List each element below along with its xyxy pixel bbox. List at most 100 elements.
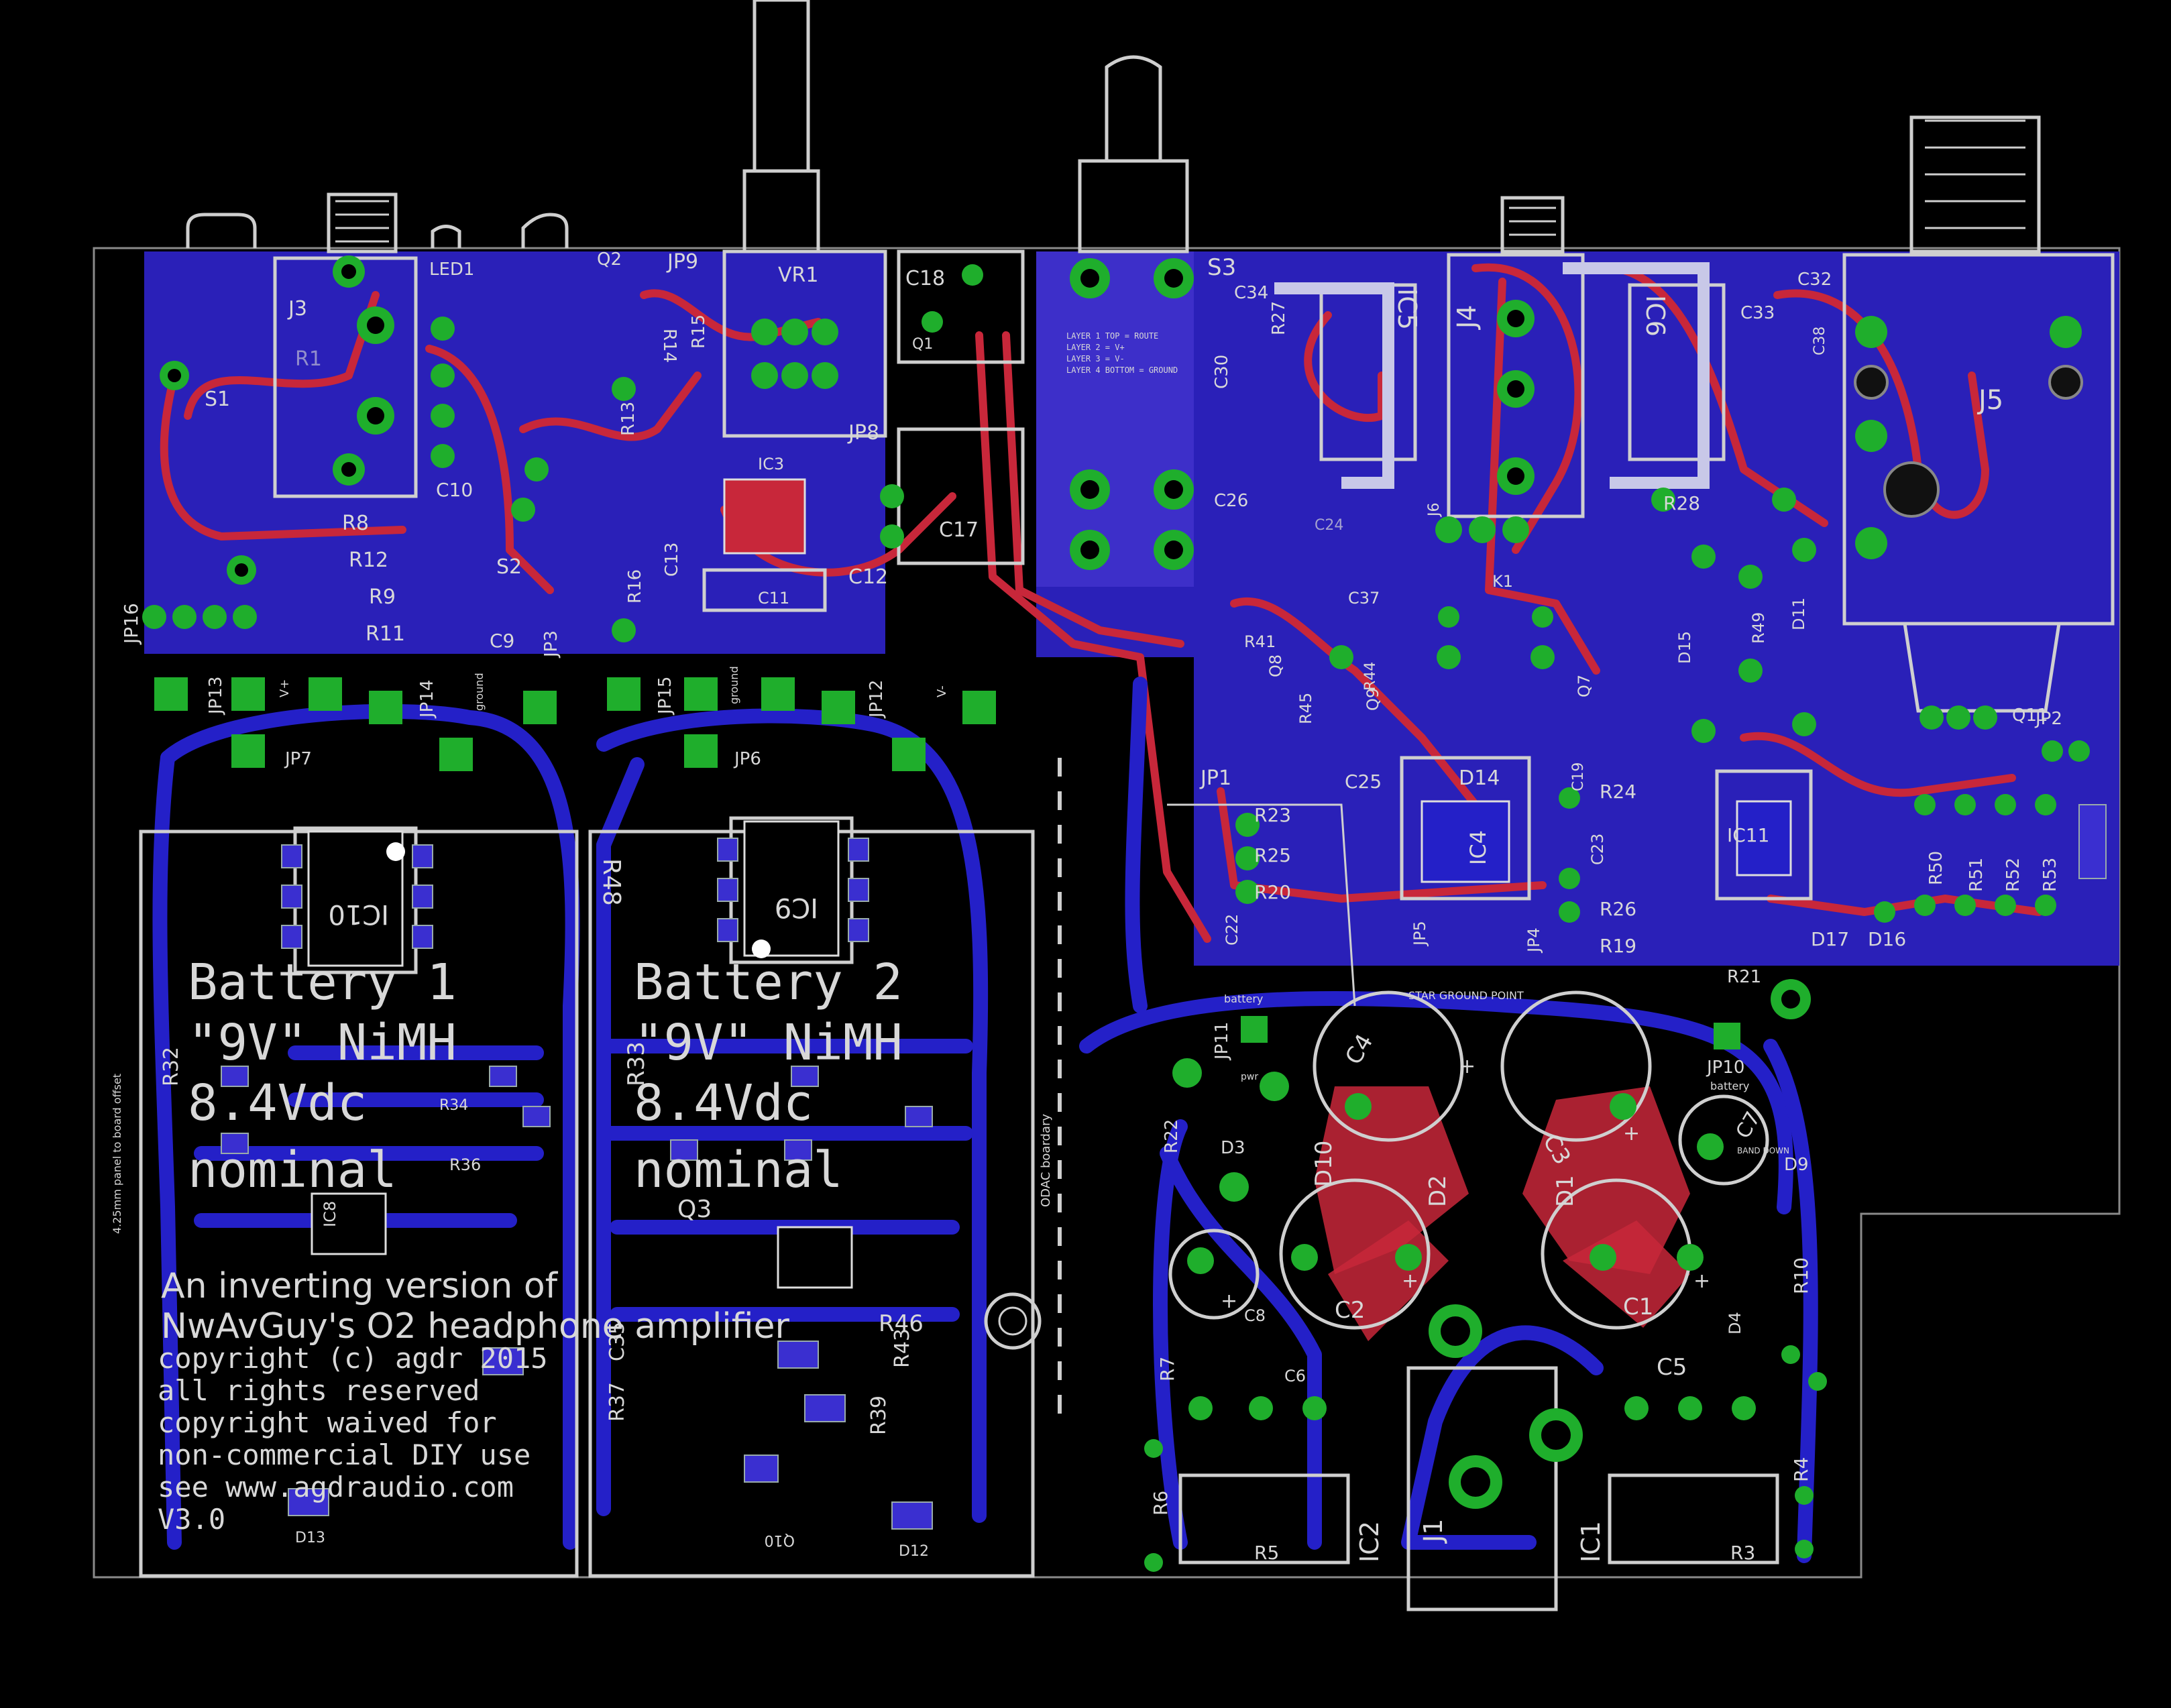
- label-s2: S2: [496, 555, 522, 579]
- polarity-marks: + + + + +: [1221, 1055, 1710, 1313]
- label-d12: D12: [899, 1543, 929, 1560]
- layer-notes: LAYER 1 TOP = ROUTE LAYER 2 = V+ LAYER 3…: [1066, 331, 1178, 375]
- battery1-line1: Battery 1: [188, 954, 457, 1011]
- label-r49: R49: [1749, 612, 1768, 644]
- label-r39: R39: [867, 1396, 891, 1435]
- label-d17: D17: [1811, 928, 1849, 950]
- label-jp3: JP3: [541, 630, 561, 659]
- label-c8: C8: [1244, 1306, 1266, 1325]
- layer-note-3: LAYER 3 = V-: [1066, 354, 1125, 363]
- label-r4: R4: [1790, 1457, 1812, 1482]
- label-q1: Q1: [912, 336, 933, 353]
- label-c38: C38: [1812, 327, 1828, 355]
- label-r43: R43: [891, 1328, 914, 1368]
- label-ground-2: ground: [728, 666, 740, 704]
- battery1-line4: nominal: [188, 1141, 397, 1199]
- label-r45: R45: [1296, 693, 1315, 724]
- label-d2: D2: [1425, 1175, 1451, 1207]
- label-j4: J4: [1452, 305, 1482, 330]
- label-q8: Q8: [1266, 654, 1285, 677]
- bottom-copper-traces: [152, 677, 1818, 1563]
- label-r6: R6: [1150, 1491, 1172, 1516]
- label-jp5: JP5: [1410, 921, 1429, 947]
- label-j1: J1: [1418, 1519, 1448, 1544]
- label-jp14: JP14: [417, 680, 437, 719]
- label-jp4: JP4: [1524, 927, 1543, 954]
- label-j5: J5: [1977, 385, 2003, 416]
- battery2-line1: Battery 2: [634, 954, 903, 1011]
- credits-line2: all rights reserved: [158, 1374, 480, 1407]
- label-c26: C26: [1214, 491, 1248, 511]
- label-c25: C25: [1345, 771, 1382, 793]
- label-pwr: pwr: [1241, 1072, 1258, 1082]
- label-r14: R14: [659, 329, 679, 363]
- label-q2: Q2: [597, 249, 622, 270]
- label-ic8: IC8: [321, 1201, 339, 1227]
- label-c11: C11: [758, 589, 789, 608]
- battery1-line2: "9V" NiMH: [188, 1014, 457, 1072]
- label-q3: Q3: [677, 1196, 712, 1223]
- label-r25: R25: [1254, 844, 1291, 866]
- silkscreen-labels: J3 S1 R1 LED1 Q2 JP9 R14 R15 VR1 C18 Q1 …: [111, 249, 2062, 1564]
- label-r1: R1: [295, 347, 322, 371]
- label-jp16: JP16: [120, 603, 142, 645]
- label-c7: C7: [1732, 1108, 1765, 1143]
- label-ic2: IC2: [1355, 1521, 1384, 1562]
- label-r13: R13: [618, 402, 638, 436]
- credits-block: An inverting version of NwAvGuy's O2 hea…: [158, 1266, 789, 1536]
- board-outline: [93, 247, 2121, 1579]
- label-r8: R8: [342, 512, 369, 535]
- layer-note-2: LAYER 2 = V+: [1066, 343, 1125, 352]
- label-r21: R21: [1727, 967, 1761, 987]
- label-ic10: IC10: [328, 899, 389, 929]
- credits-line5: see www.agdraudio.com: [158, 1471, 514, 1503]
- label-c37: C37: [1348, 589, 1380, 608]
- label-jp15: JP15: [655, 677, 675, 716]
- label-ic11: IC11: [1727, 824, 1769, 846]
- label-jp8: JP8: [847, 421, 879, 445]
- label-odac-boundary: ODAC boardary: [1039, 1114, 1053, 1207]
- label-jp7: JP7: [284, 749, 312, 769]
- label-c10: C10: [436, 479, 473, 501]
- label-r33: R33: [623, 1041, 650, 1086]
- battery1-line3: 8.4Vdc: [188, 1074, 367, 1132]
- label-r34: R34: [439, 1097, 468, 1114]
- label-ic9: IC9: [775, 892, 818, 923]
- label-r50: R50: [1926, 851, 1946, 885]
- label-jp9: JP9: [666, 250, 698, 274]
- label-d14: D14: [1459, 766, 1500, 790]
- label-j3: J3: [287, 297, 307, 321]
- label-c1: C1: [1623, 1294, 1653, 1320]
- credits-line4: non-commercial DIY use: [158, 1438, 531, 1471]
- label-c22: C22: [1223, 914, 1241, 946]
- label-c33: C33: [1740, 303, 1775, 323]
- through-hole-pads: [142, 255, 2090, 1572]
- label-ic1: IC1: [1576, 1521, 1606, 1562]
- smd-pads: [221, 478, 2107, 1530]
- label-d3: D3: [1221, 1138, 1245, 1158]
- label-d10: D10: [1311, 1141, 1337, 1187]
- label-r52: R52: [2003, 858, 2023, 892]
- battery2-line2: "9V" NiMH: [634, 1014, 903, 1072]
- label-c23: C23: [1588, 834, 1607, 865]
- label-c34: C34: [1234, 283, 1268, 303]
- label-jp6: JP6: [733, 749, 761, 769]
- label-r53: R53: [2040, 858, 2060, 892]
- label-r22: R22: [1162, 1119, 1182, 1153]
- label-s3: S3: [1207, 254, 1236, 281]
- label-r36: R36: [449, 1155, 481, 1174]
- label-c2: C2: [1335, 1297, 1365, 1324]
- label-r11: R11: [366, 622, 405, 646]
- label-d9: D9: [1784, 1155, 1809, 1175]
- top-edge-connectors: [186, 0, 2041, 253]
- label-jp10: JP10: [1706, 1058, 1744, 1078]
- layer-note-1: LAYER 1 TOP = ROUTE: [1066, 331, 1158, 341]
- credits-line3: copyright waived for: [158, 1406, 497, 1439]
- label-c5: C5: [1657, 1354, 1687, 1381]
- plus-c2: +: [1402, 1269, 1418, 1293]
- plus-c1: +: [1693, 1269, 1710, 1293]
- label-battery-right: battery: [1710, 1080, 1749, 1092]
- label-r28: R28: [1663, 492, 1700, 514]
- label-r26: R26: [1600, 898, 1636, 920]
